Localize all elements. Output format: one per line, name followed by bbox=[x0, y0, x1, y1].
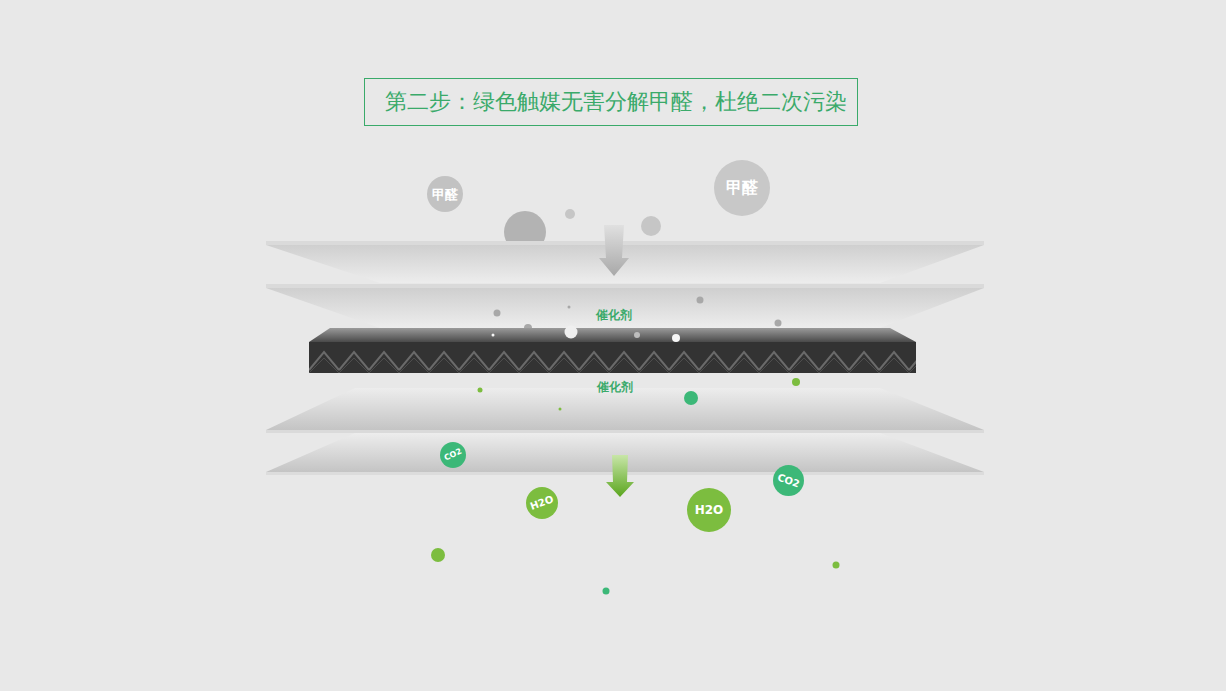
h2o-bubble: H2O bbox=[526, 487, 558, 519]
bubble-text: CO2 bbox=[776, 472, 801, 489]
catalyst-label: 催化剂 bbox=[596, 307, 632, 324]
bubble-text: 甲醛 bbox=[726, 180, 758, 196]
bubble-text: H2O bbox=[529, 494, 555, 512]
formaldehyde-bubble: 甲醛 bbox=[427, 176, 463, 212]
formaldehyde-bubble: 甲醛 bbox=[714, 160, 770, 216]
title-box: 第二步：绿色触媒无害分解甲醛，杜绝二次污染 bbox=[364, 78, 858, 126]
co2-bubble: CO2 bbox=[440, 442, 466, 468]
bubble-text: H2O bbox=[695, 504, 724, 516]
h2o-bubble: H2O bbox=[687, 488, 731, 532]
catalyst-label: 催化剂 bbox=[597, 379, 633, 396]
title-text: 第二步：绿色触媒无害分解甲醛，杜绝二次污染 bbox=[385, 89, 847, 114]
bubble-text: CO2 bbox=[443, 448, 463, 463]
co2-bubble: CO2 bbox=[773, 465, 804, 496]
bubble-text: 甲醛 bbox=[432, 188, 458, 201]
